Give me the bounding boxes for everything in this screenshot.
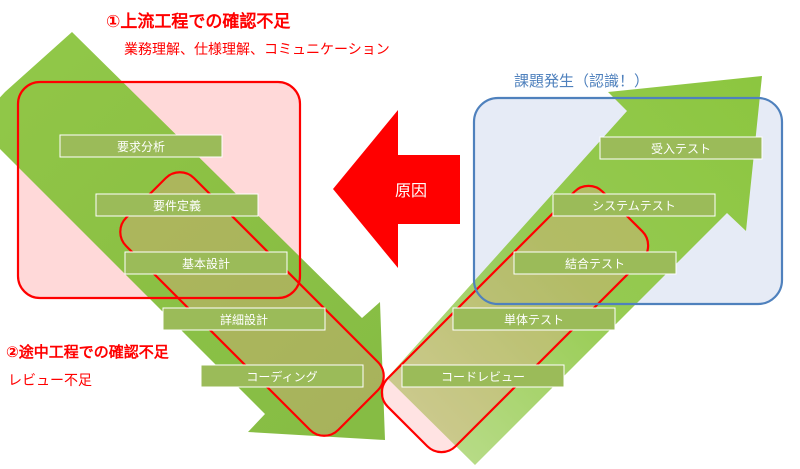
upstream-issue-detail: 業務理解、仕様理解、コミュニケーション [124, 42, 390, 58]
phase-basic-design: 基本設計 [124, 251, 288, 275]
phase-label: 基本設計 [182, 256, 230, 271]
phase-label: コードレビュー [441, 370, 525, 384]
upstream-highlight-frame [16, 80, 302, 300]
upstream-issue-title: ①上流工程での確認不足 [106, 11, 290, 32]
midstream-issue-detail: レビュー不足 [8, 373, 92, 389]
issue-occurred-label: 課題発生（認識！） [514, 72, 649, 90]
phase-unit-test: 単体テスト [452, 307, 616, 331]
cause-label: 原因 [395, 181, 427, 200]
cause-arrow [333, 110, 460, 268]
phase-label: コーディング [246, 369, 317, 384]
phase-label: システムテスト [592, 199, 676, 213]
phase-label: 要件定義 [153, 198, 201, 213]
midstream-issue-title: ②途中工程での確認不足 [6, 343, 170, 361]
phase-code-review: コードレビュー [401, 364, 565, 388]
phase-requirements-analysis: 要求分析 [59, 134, 223, 158]
phase-integration-test: 結合テスト [513, 251, 677, 275]
phase-acceptance-test: 受入テスト [599, 136, 763, 160]
phase-requirements-definition: 要件定義 [95, 193, 259, 217]
phase-coding: コーディング [200, 364, 364, 388]
phase-detailed-design: 詳細設計 [162, 307, 326, 331]
phase-label: 単体テスト [504, 313, 564, 327]
issue-region-frame [472, 96, 784, 306]
phase-label: 受入テスト [651, 142, 711, 156]
phase-system-test: システムテスト [552, 193, 716, 217]
downward-arrow [0, 32, 385, 440]
phase-label: 結合テスト [565, 256, 625, 271]
phase-label: 詳細設計 [220, 312, 268, 327]
phase-label: 要求分析 [117, 140, 165, 154]
